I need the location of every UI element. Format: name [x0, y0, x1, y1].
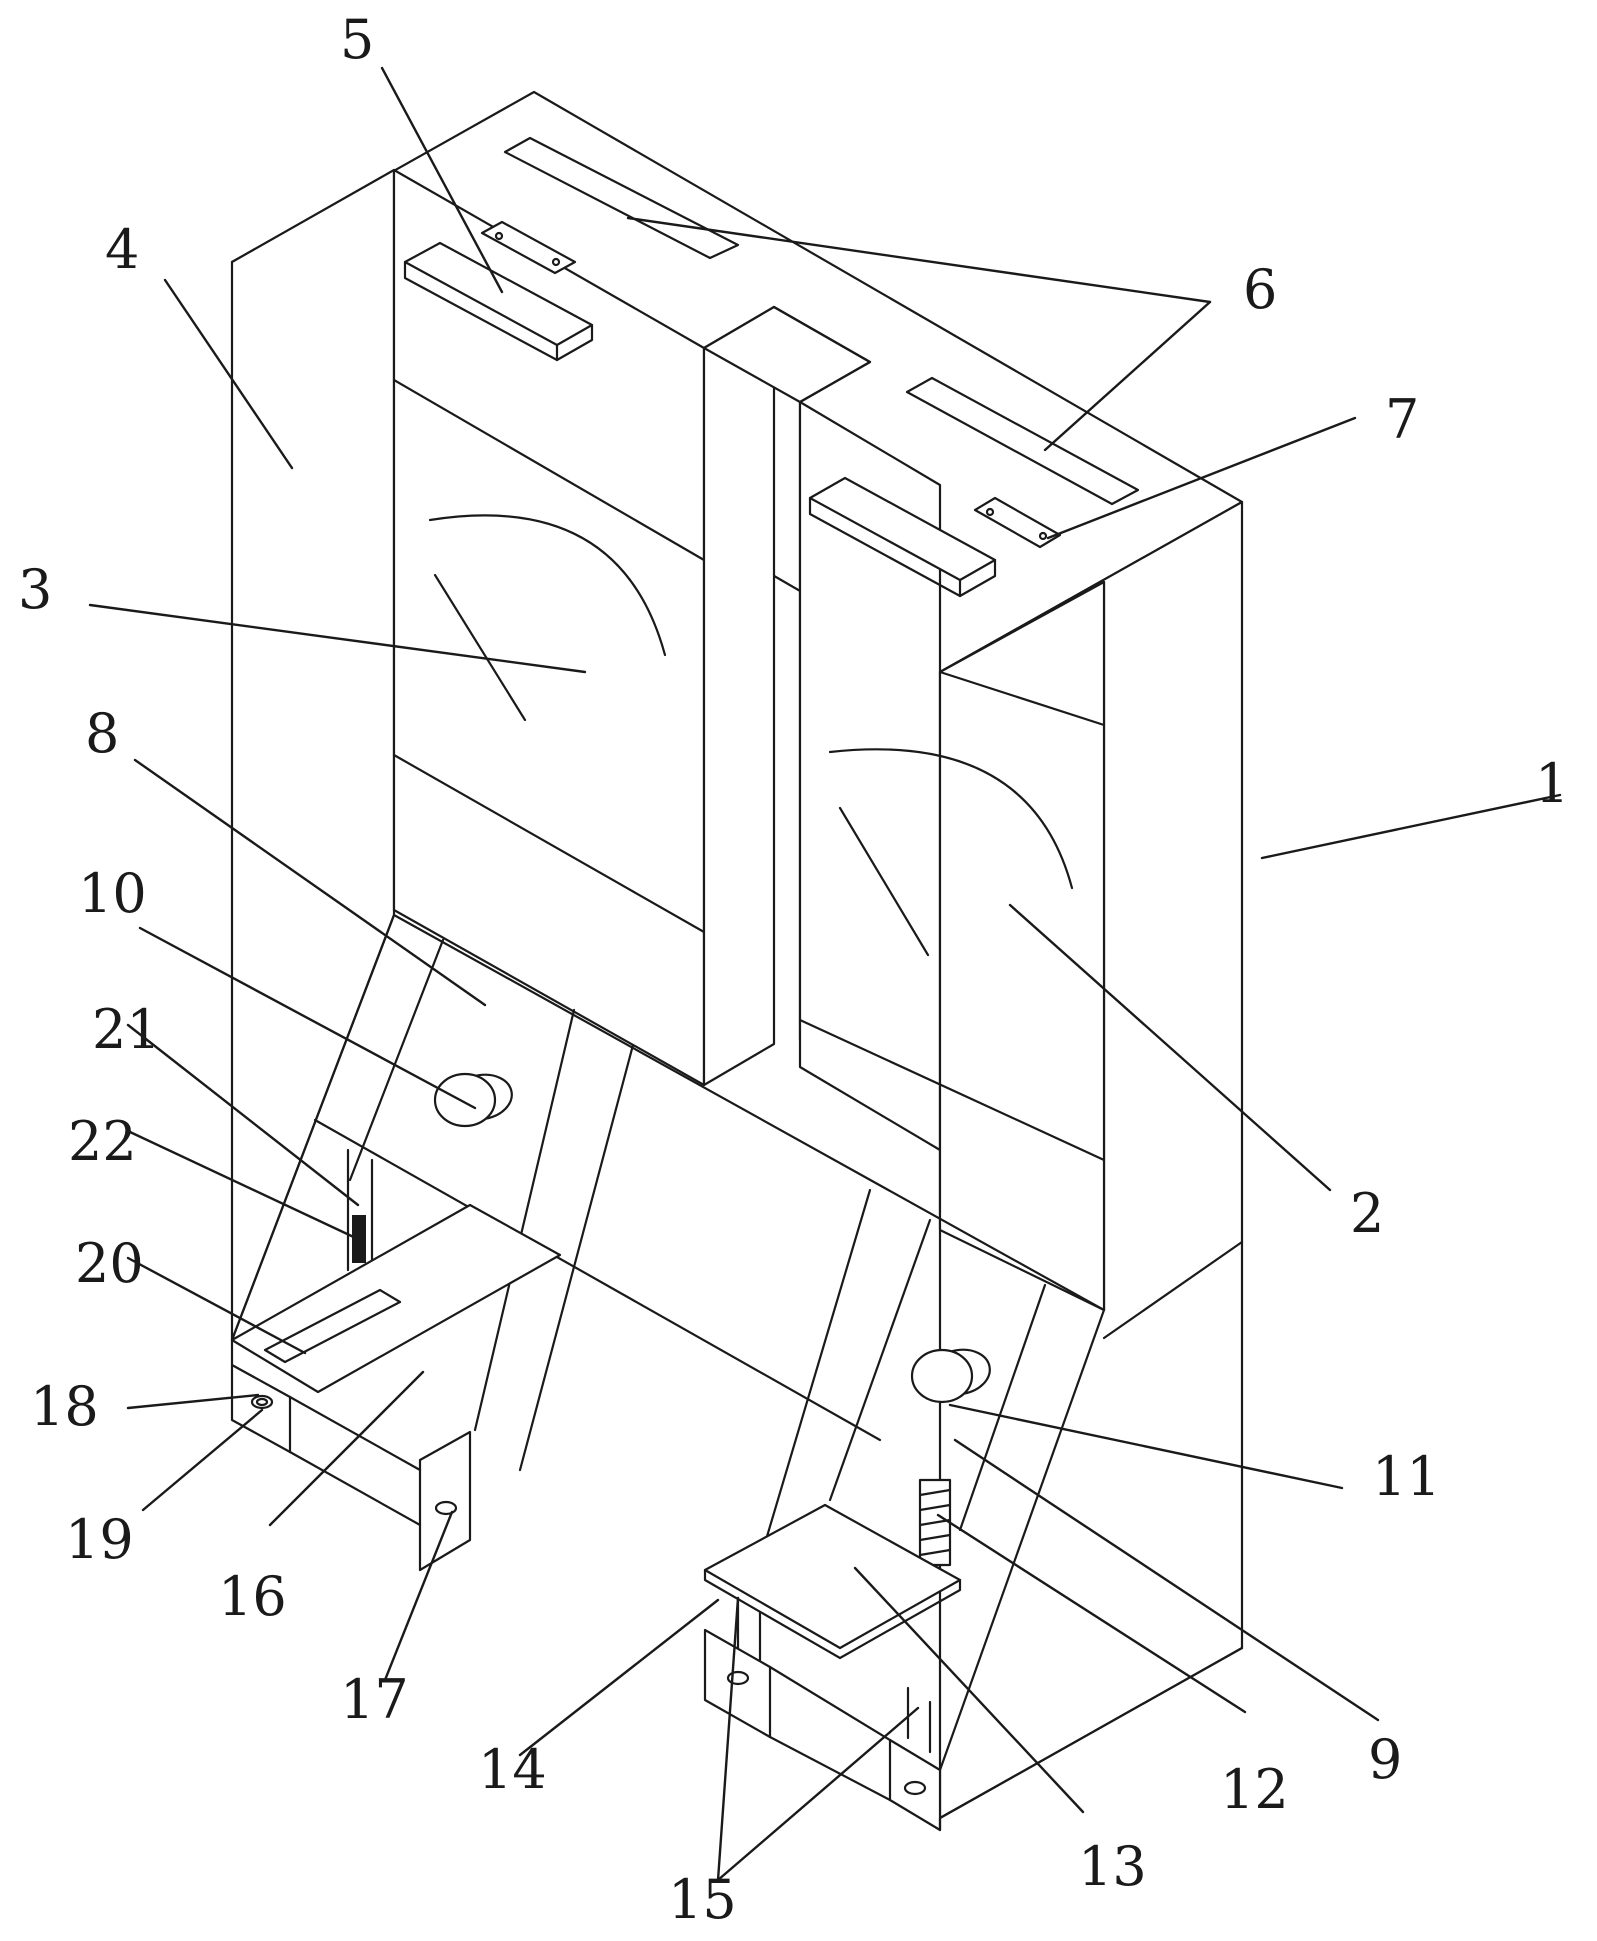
label-2: 2 [1350, 1182, 1384, 1245]
label-17: 17 [340, 1668, 409, 1731]
label-6: 6 [1243, 258, 1277, 321]
left-panel-front [230, 168, 396, 1342]
plate-20 [263, 1288, 402, 1364]
label-10: 10 [78, 862, 147, 925]
door-right-arc [828, 748, 1074, 890]
label-14: 14 [478, 1738, 547, 1801]
knob-10 [433, 1072, 497, 1128]
label-11: 11 [1372, 1445, 1441, 1508]
label-4: 4 [105, 218, 139, 281]
lower-chute [230, 913, 1106, 1772]
left-tray [230, 1203, 562, 1572]
label-9: 9 [1368, 1728, 1402, 1791]
top-slot-right [905, 376, 1140, 506]
top-slot-left [503, 136, 740, 260]
left-compartment [392, 168, 706, 1087]
label-22: 22 [68, 1110, 137, 1173]
label-20: 20 [75, 1232, 144, 1295]
label-13: 13 [1078, 1835, 1147, 1898]
door-left-arc [428, 514, 667, 657]
label-12: 12 [1220, 1758, 1289, 1821]
hinge-7 [973, 496, 1062, 549]
label-8: 8 [85, 702, 119, 765]
label-18: 18 [30, 1375, 99, 1438]
label-5: 5 [340, 8, 374, 71]
top-features [403, 136, 1140, 598]
knobs [433, 1072, 991, 1404]
door-right [938, 580, 1106, 1312]
reference-numerals: 1 2 3 4 5 6 7 8 9 10 11 12 13 14 15 16 1… [18, 8, 1569, 1931]
right-compartment [798, 400, 1106, 1312]
center-partition [702, 305, 872, 1087]
leader-lines [88, 66, 1562, 1882]
label-19: 19 [65, 1508, 134, 1571]
label-7: 7 [1385, 388, 1419, 451]
knob-11 [910, 1348, 974, 1404]
label-1: 1 [1535, 752, 1569, 815]
hinge-5 [480, 220, 577, 275]
label-21: 21 [92, 998, 161, 1061]
label-16: 16 [218, 1565, 287, 1628]
label-3: 3 [18, 558, 52, 621]
label-15: 15 [668, 1868, 737, 1931]
partition-front [702, 305, 776, 1087]
